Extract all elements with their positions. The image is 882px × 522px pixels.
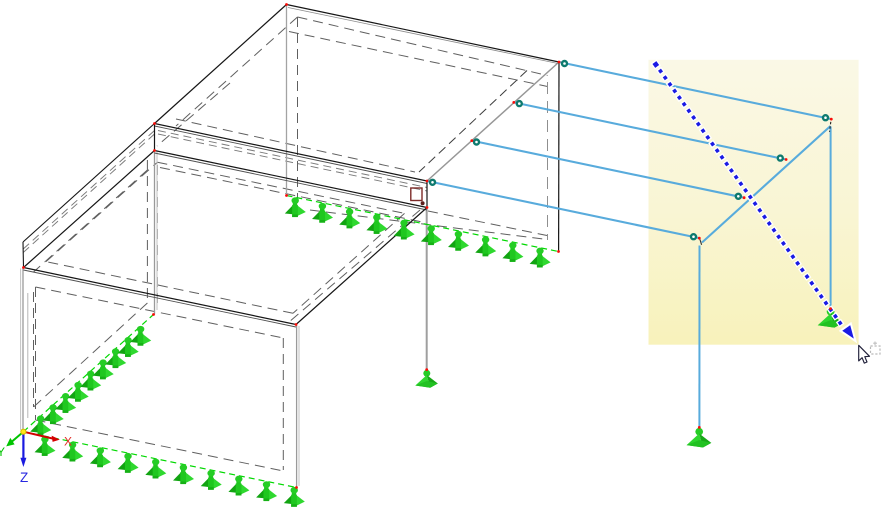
- svg-text:Y: Y: [0, 445, 5, 459]
- svg-text:X: X: [64, 435, 72, 449]
- svg-text:Z: Z: [20, 470, 28, 485]
